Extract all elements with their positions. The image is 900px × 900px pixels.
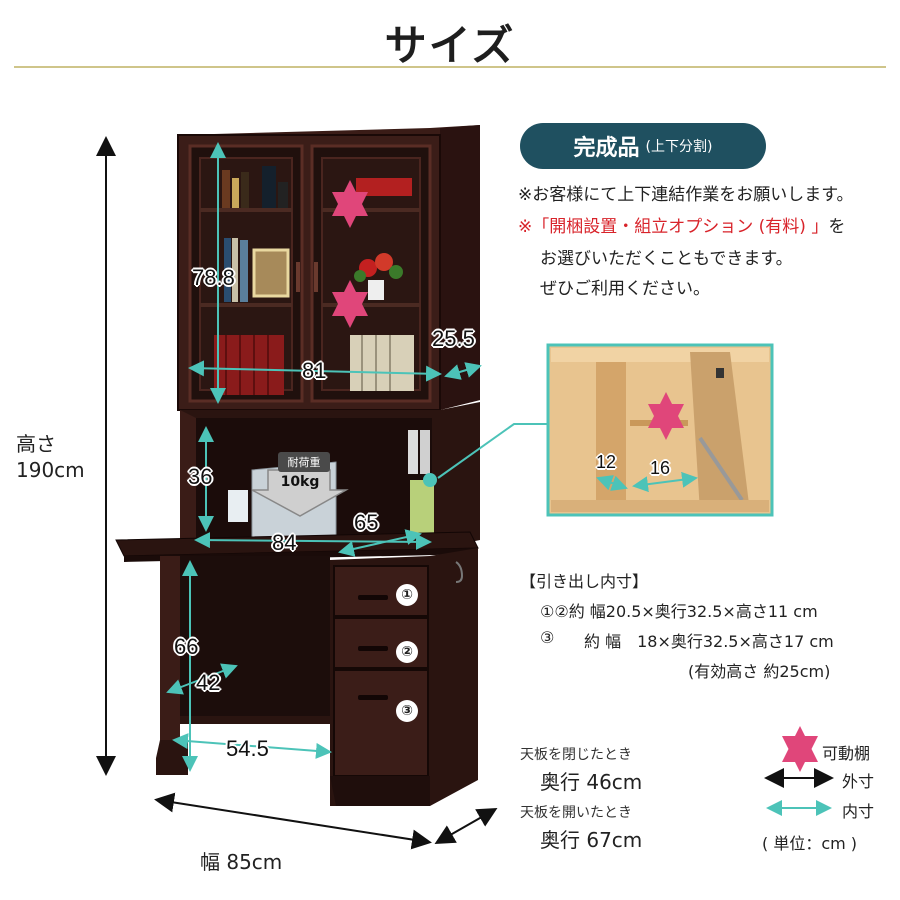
dim-upper-depth: 25.5 bbox=[432, 326, 475, 351]
page-title: サイズ bbox=[384, 21, 516, 70]
open-depth-label: 天板を開いたとき bbox=[520, 805, 632, 821]
drawer-number-2: ② bbox=[396, 641, 418, 663]
badge-main: 完成品 bbox=[573, 136, 640, 161]
note-suffix: を bbox=[828, 217, 846, 237]
title-divider bbox=[14, 66, 886, 68]
dim-knee-width: 54.5 bbox=[226, 736, 269, 761]
dim-desk-opening-height: 36 bbox=[188, 464, 213, 489]
width-arrow bbox=[154, 792, 432, 850]
depth-arrow bbox=[434, 808, 498, 844]
dim-knee-height: 66 bbox=[174, 634, 199, 659]
width-label: 幅 85cm bbox=[200, 850, 283, 874]
badge-sub: (上下分割) bbox=[645, 139, 713, 155]
drawer-number-3: ③ bbox=[396, 700, 418, 722]
note-mark: ※ bbox=[518, 217, 533, 237]
load-arrow-icon bbox=[251, 469, 349, 517]
note-line-4: ぜひご利用ください。 bbox=[540, 279, 710, 299]
drawer-info-row-1: ①②約 幅20.5×奥行32.5×高さ11 cm bbox=[540, 602, 818, 621]
note-line-3: お選びいただくこともできます。 bbox=[540, 249, 793, 269]
assembly-option-text: 「開梱設置・組立オプション (有料) 」 bbox=[532, 217, 829, 237]
interior-detail-inset bbox=[546, 343, 774, 517]
legend-unit: ( 単位：cm ) bbox=[762, 834, 858, 853]
drawer-info-heading: 【引き出し内寸】 bbox=[520, 572, 649, 591]
legend-movable: 可動棚 bbox=[822, 744, 871, 763]
legend-inner: 内寸 bbox=[842, 802, 875, 821]
drawer-number-1: ① bbox=[396, 584, 418, 606]
drawer-info-row-3: (有効高さ 約25cm) bbox=[688, 662, 831, 681]
dim-desk-width: 84 bbox=[272, 530, 297, 555]
dim-shelf-inner-right: 16 bbox=[650, 458, 671, 478]
completed-product-badge: 完成品 (上下分割) bbox=[520, 123, 766, 169]
height-label: 高さ bbox=[16, 432, 56, 456]
height-value: 190cm bbox=[16, 458, 85, 482]
drawer-info-row-2: 約 幅 18×奥行32.5×高さ17 cm bbox=[584, 632, 834, 651]
load-value: 10kg bbox=[280, 474, 320, 490]
note-line-1: ※お客様にて上下連結作業をお願いします。 bbox=[518, 185, 854, 205]
drawer-info-row-2-number: ③ bbox=[540, 628, 555, 647]
dim-upper-width: 81 bbox=[302, 358, 327, 383]
closed-depth-value: 奥行 46cm bbox=[540, 770, 643, 794]
dim-knee-depth: 42 bbox=[196, 670, 221, 695]
dim-upper-height: 78.8 bbox=[192, 265, 235, 290]
open-depth-value: 奥行 67cm bbox=[540, 828, 643, 852]
legend-outer: 外寸 bbox=[842, 772, 875, 791]
dim-desk-depth: 65 bbox=[354, 510, 379, 535]
load-label: 耐荷重 bbox=[278, 452, 330, 472]
closed-depth-label: 天板を閉じたとき bbox=[520, 747, 632, 763]
note-line-2: ※「開梱設置・組立オプション (有料) 」を bbox=[518, 212, 845, 237]
dim-shelf-inner-left: 12 bbox=[596, 452, 617, 472]
